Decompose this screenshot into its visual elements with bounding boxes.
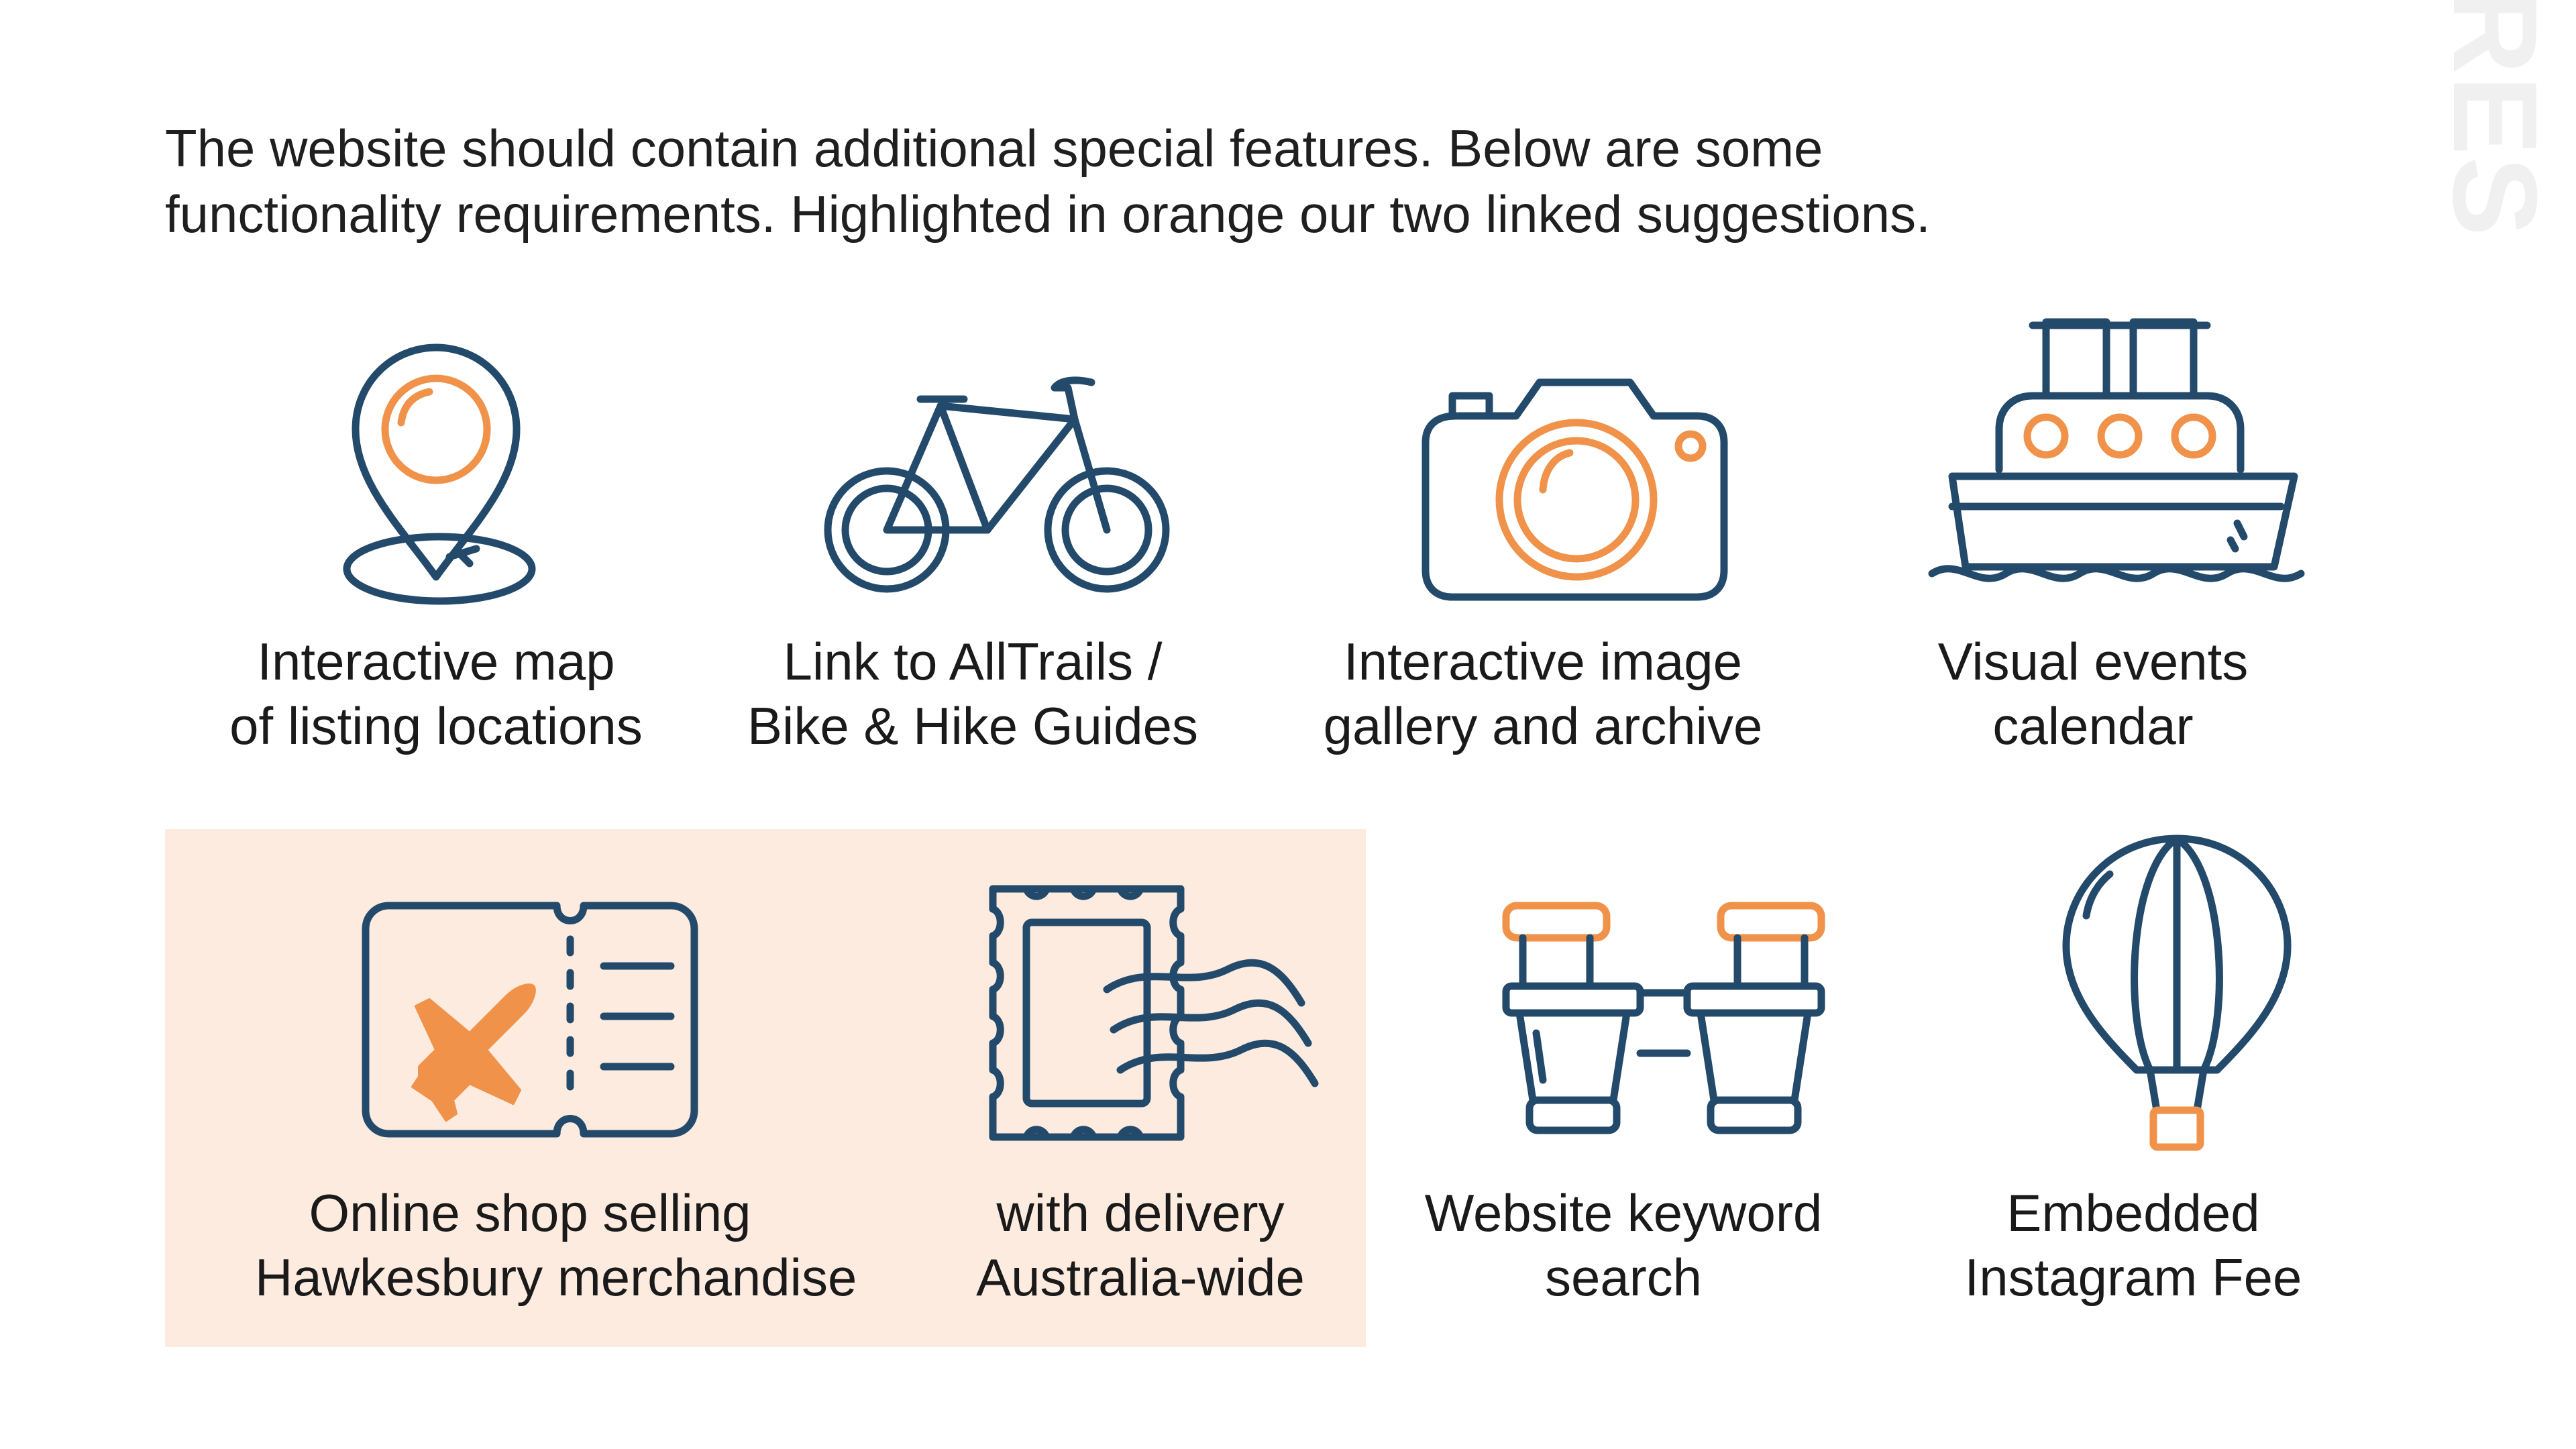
feature-label-line-1: Link to AllTrails / [783,632,1163,691]
binoculars-icon [1502,899,1825,1147]
feature-label-line-2: Instagram Fee [1964,1248,2302,1307]
intro-line-2: functionality requirements. Highlighted … [165,184,1931,244]
side-title-wrapper: WEBSITE FEATURES [2428,0,2576,237]
map-pin-icon [322,335,550,631]
feature-label-line-1: Online shop selling [309,1183,751,1242]
side-title: WEBSITE FEATURES [2428,0,2562,237]
feature-label-line-1: Embedded [2006,1183,2260,1242]
feature-label-line-2: Bike & Hike Guides [747,696,1198,755]
camera-icon [1415,356,1731,604]
bicycle-icon [820,362,1182,597]
feature-label: Online shop selling Hawkesbury merchandi… [255,1181,857,1309]
intro-text: The website should contain additional sp… [165,115,2178,247]
feature-label-line-1: Interactive image [1344,632,1742,691]
feature-label: Link to AllTrails / Bike & Hike Guides [698,629,1248,758]
feature-label-line-2: gallery and archive [1323,696,1763,755]
feature-label-line-2: Australia-wide [976,1248,1305,1307]
hot-air-balloon-icon [2056,828,2298,1164]
postage-stamp-icon [986,882,1322,1144]
feature-label-line-1: with delivery [996,1183,1285,1242]
feature-label-line-2: Hawkesbury merchandise [255,1248,857,1307]
feature-label-line-1: Interactive map [257,632,615,691]
feature-label: Interactive image gallery and archive [1268,629,1818,758]
feature-label: Visual events calendar [1818,629,2368,758]
feature-label: Website keyword search [1348,1181,1898,1309]
feature-label-line-1: Website keyword [1424,1183,1823,1242]
feature-label: Interactive map of listing locations [161,629,711,758]
plane-ticket-icon [362,899,698,1140]
feature-label: Embedded Instagram Fee [1858,1181,2408,1309]
feature-label-line-2: search [1544,1248,1703,1307]
intro-line-1: The website should contain additional sp… [165,119,1823,178]
feature-label-line-2: of listing locations [229,696,643,755]
feature-label: with delivery Australia-wide [865,1181,1415,1309]
ship-icon [1925,309,2308,590]
feature-label-line-2: calendar [1992,696,2194,755]
feature-label-line-1: Visual events [1937,632,2249,691]
